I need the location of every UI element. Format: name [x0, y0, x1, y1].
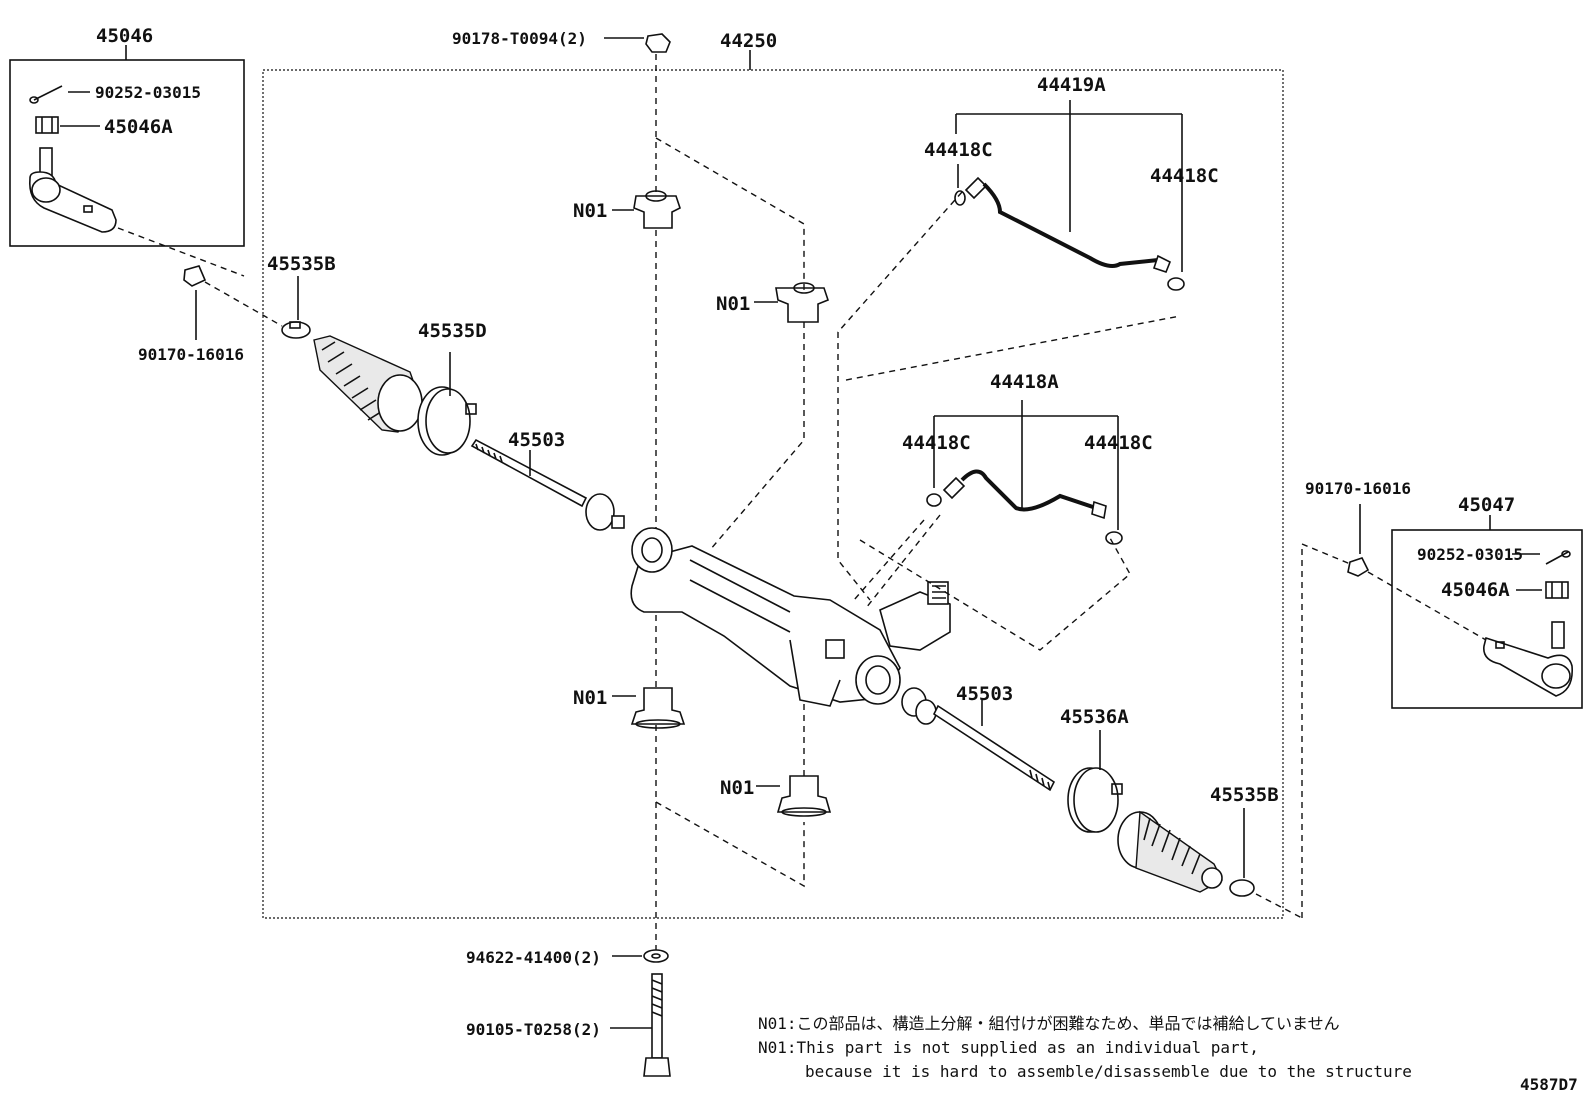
label-44419A: 44419A [1037, 74, 1106, 96]
label-44250: 44250 [720, 30, 777, 52]
label-N01-upper-right: N01 [716, 293, 750, 315]
note-japanese: N01:この部品は、構造上分解・組付けが困難なため、単品では補給していません [758, 1014, 1340, 1033]
label-N01-upper-left: N01 [573, 200, 607, 222]
label-45535D: 45535D [418, 320, 487, 342]
label-45536A: 45536A [1060, 706, 1129, 728]
bushing-N01-lower-right-icon [776, 775, 832, 817]
bushing-N01-upper-left-icon [633, 190, 681, 229]
rack-housing-icon [630, 527, 951, 707]
bushing-N01-upper-right-icon [775, 282, 829, 323]
assembly-frame [262, 69, 1284, 919]
label-45535B-left: 45535B [267, 253, 336, 275]
tie-rod-end-box-left [9, 59, 245, 247]
label-44418C-4: 44418C [1084, 432, 1153, 454]
label-44418C-3: 44418C [902, 432, 971, 454]
label-N01-lower-right: N01 [720, 777, 754, 799]
label-44418C-2: 44418C [1150, 165, 1219, 187]
figure-id: 4587D7 [1520, 1075, 1578, 1094]
label-90252-right: 90252-03015 [1417, 545, 1523, 564]
tie-rod-end-left-icon [28, 147, 117, 233]
label-N01-lower-left: N01 [573, 687, 607, 709]
tie-rod-end-right-icon [1483, 621, 1573, 697]
label-90178: 90178-T0094(2) [452, 29, 587, 48]
washer-94622-icon [643, 949, 669, 963]
castle-nut-icon [35, 116, 59, 134]
label-44418C-1: 44418C [924, 139, 993, 161]
label-45046A-left: 45046A [104, 116, 173, 138]
bellows-boot-left-icon [313, 335, 423, 433]
pressure-tube-44419A-icon [954, 176, 1185, 291]
label-94622: 94622-41400(2) [466, 948, 601, 967]
clamp-45535B-right-icon [1229, 879, 1255, 897]
cotter-pin-right-icon [1545, 550, 1571, 565]
label-90252-left: 90252-03015 [95, 83, 201, 102]
label-45503-left: 45503 [508, 429, 565, 451]
label-45046A-right: 45046A [1441, 579, 1510, 601]
clamp-45535B-left-icon [281, 321, 311, 339]
note-english-2: because it is hard to assemble/disassemb… [805, 1062, 1412, 1081]
label-90170-left: 90170-16016 [138, 345, 244, 364]
label-45535B-right: 45535B [1210, 784, 1279, 806]
nut-90170-left-icon [183, 265, 207, 287]
inner-tie-rod-left-icon [470, 438, 625, 531]
nut-90170-right-icon [1347, 557, 1370, 577]
label-45046: 45046 [96, 25, 153, 47]
label-90170-right: 90170-16016 [1305, 479, 1411, 498]
bushing-N01-lower-left-icon [630, 687, 686, 729]
bellows-boot-right-icon [1117, 810, 1223, 893]
inner-tie-rod-right-icon [901, 687, 1056, 792]
tie-rod-end-box-right [1391, 529, 1583, 709]
bolt-90105-icon [643, 973, 671, 1077]
boot-band-45536A-icon [1067, 767, 1123, 833]
note-english-1: N01:This part is not supplied as an indi… [758, 1038, 1259, 1057]
pressure-tube-44418A-icon [926, 469, 1123, 545]
label-90105: 90105-T0258(2) [466, 1020, 601, 1039]
castle-nut-right-icon [1545, 581, 1569, 599]
label-45503-right: 45503 [956, 683, 1013, 705]
nut-90178-icon [645, 33, 671, 53]
cotter-pin-icon [29, 85, 63, 104]
boot-band-45535D-icon [417, 386, 477, 456]
label-45047: 45047 [1458, 494, 1515, 516]
label-44418A: 44418A [990, 371, 1059, 393]
